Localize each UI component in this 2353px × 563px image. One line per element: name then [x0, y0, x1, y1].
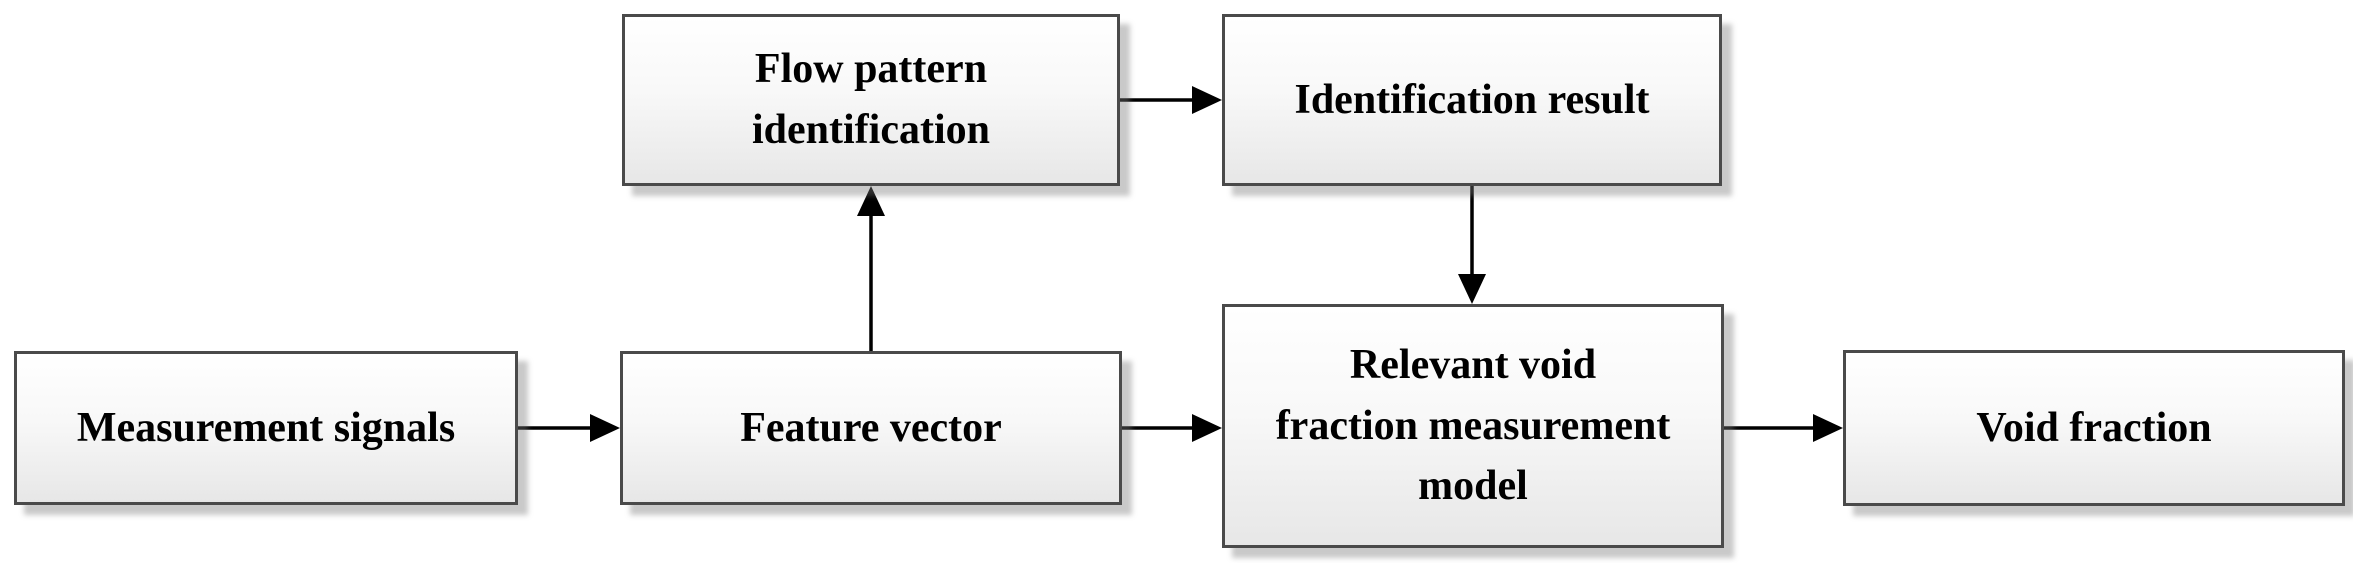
- arrow-feature-vector-to-relevant-model: [1122, 414, 1222, 442]
- box-relevant-void-fraction-model: Relevant void fraction measurement model: [1222, 304, 1724, 548]
- box-flow-pattern-identification-label: Flow pattern identification: [752, 46, 990, 153]
- box-identification-result: Identification result: [1222, 14, 1722, 186]
- box-void-fraction: Void fraction: [1843, 350, 2345, 506]
- box-measurement-signals-label: Measurement signals: [76, 404, 456, 451]
- box-identification-result-label: Identification result: [1294, 76, 1650, 123]
- box-relevant-void-fraction-model-label: Relevant void fraction measurement model: [1275, 341, 1671, 510]
- arrow-flow-pattern-identification-to-identification-result: [1120, 86, 1222, 114]
- arrow-measurement-signals-to-feature-vector: [518, 414, 620, 442]
- arrow-feature-vector-to-flow-pattern-identification: [857, 186, 885, 351]
- box-void-fraction-label: Void fraction: [1976, 404, 2212, 451]
- box-feature-vector: Feature vector: [620, 351, 1122, 505]
- arrow-identification-result-to-relevant-model: [1458, 186, 1486, 304]
- box-feature-vector-label: Feature vector: [740, 404, 1002, 451]
- arrow-relevant-model-to-void-fraction: [1724, 414, 1843, 442]
- box-measurement-signals: Measurement signals: [14, 351, 518, 505]
- box-flow-pattern-identification: Flow pattern identification: [622, 14, 1120, 186]
